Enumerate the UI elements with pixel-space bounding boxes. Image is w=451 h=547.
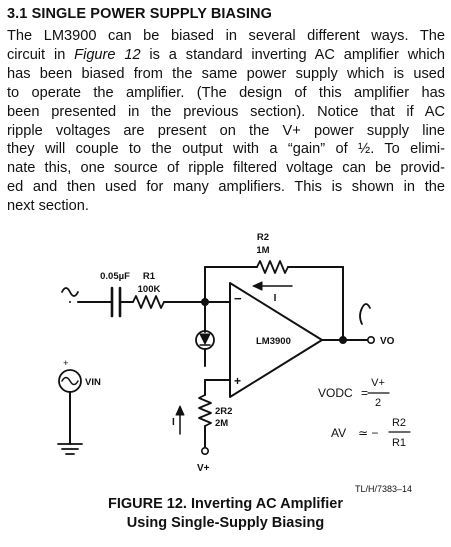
resistor-r1 [132, 295, 165, 309]
terminal-vo [366, 335, 375, 344]
eq-av-denominator: R1 [392, 437, 406, 449]
label-opamp-part: LM3900 [256, 336, 291, 347]
paragraph-line: ripple voltages are present on the V+ po… [7, 122, 445, 139]
section-paragraph: The LM3900 can be biased in several diff… [7, 27, 445, 216]
label-opamp-plus: + [234, 374, 241, 388]
input-ac-signal-icon [61, 287, 79, 297]
label-r2b-name: 2R2 [215, 406, 232, 417]
paragraph-line: next section. [7, 198, 89, 215]
label-vplus: V+ [197, 463, 210, 474]
eq-vodc-numerator: V+ [371, 377, 385, 389]
section-heading: 3.1 SINGLE POWER SUPPLY BIASING [7, 6, 272, 22]
label-source-plus: + [63, 358, 69, 369]
paragraph-line: has been biased from the same power supp… [7, 65, 445, 82]
opamp-body [229, 282, 323, 398]
figure-caption-line1: FIGURE 12. Inverting AC Amplifier [108, 496, 343, 512]
eq-av-lhs: AV [331, 426, 346, 440]
label-r2-value: 1M [256, 245, 269, 256]
figure-reference: Figure 12 [74, 46, 141, 63]
output-signal-icon [359, 303, 371, 325]
paragraph-line: ed and then used for many amplifiers. Th… [7, 179, 445, 196]
resistor-r2b [198, 394, 212, 427]
label-r2-name: R2 [257, 232, 269, 243]
figure-caption-line2: Using Single-Supply Biasing [126, 515, 325, 531]
label-opamp-minus: − [234, 291, 242, 306]
figure-reference-code: TL/H/7383–14 [355, 484, 413, 494]
label-r2b-value: 2M [215, 418, 228, 429]
label-r1-value: 100K [138, 284, 161, 295]
paragraph-line: been presented in the previous section).… [7, 103, 445, 120]
paragraph-line: circuit in Figure 12 is a standard inver… [7, 46, 446, 63]
label-r1-name: R1 [143, 271, 156, 282]
label-vin: VIN [85, 377, 101, 388]
label-capacitor-value: 0.05µF [100, 271, 130, 282]
paragraph-line: they will couple to the output with a “g… [7, 141, 445, 158]
paragraph-line: to operate the amplifier. (The design of… [7, 84, 445, 101]
label-vo: VO [380, 336, 395, 347]
label-feedback-current: I [274, 293, 277, 304]
current-source-arrow [199, 333, 211, 345]
eq-vodc-equals: = [361, 386, 368, 400]
feedback-current-arrowhead [252, 281, 263, 291]
input-source-wave-icon [61, 376, 79, 386]
eq-av-approx: ≃ − [358, 426, 378, 440]
terminal-vplus [201, 446, 210, 455]
eq-av-numerator: R2 [392, 417, 406, 429]
ground-symbol-source [57, 443, 83, 455]
paragraph-line: nate this, one source of ripple filtered… [7, 160, 445, 177]
bias-current-arrowhead [175, 405, 185, 416]
eq-vodc-denominator: 2 [375, 397, 381, 409]
label-bias-current: I [172, 417, 175, 428]
paragraph-line: The LM3900 can be biased in several diff… [7, 28, 445, 44]
eq-vodc-lhs: VODC [318, 386, 353, 400]
node-output [339, 336, 347, 344]
resistor-r2 [256, 260, 289, 274]
